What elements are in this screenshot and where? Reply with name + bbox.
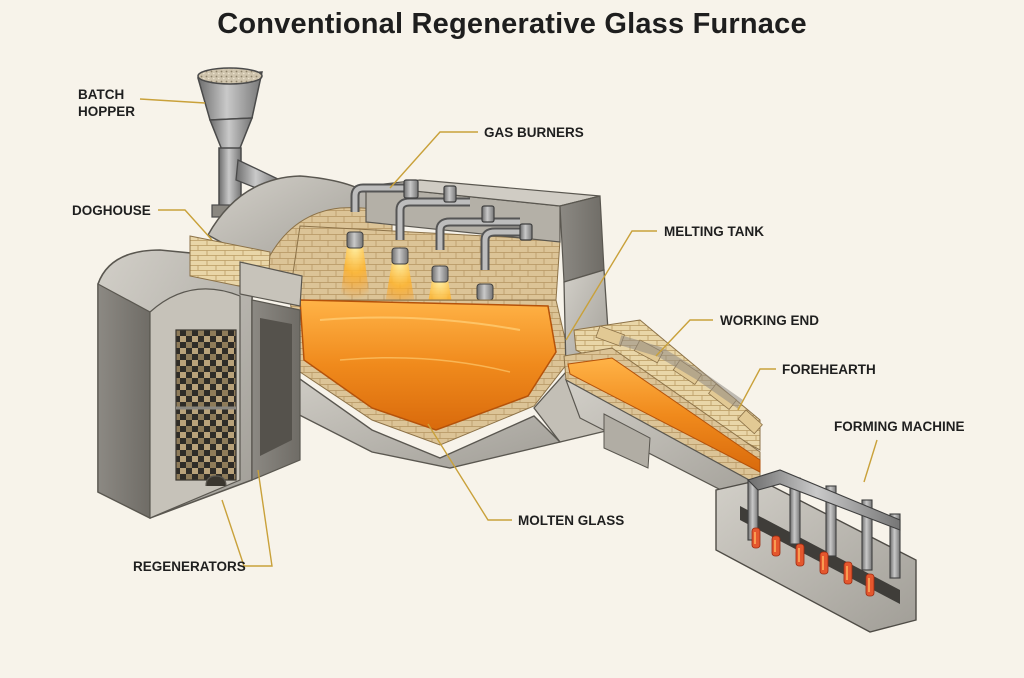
leader-working-end <box>655 319 713 357</box>
regenerator-block <box>97 249 254 519</box>
gas-burner-pipes <box>350 179 533 270</box>
leader-lines <box>139 98 878 567</box>
label-doghouse: DOGHOUSE <box>72 203 151 218</box>
leader-molten-glass <box>427 423 512 521</box>
forming-machine <box>715 469 917 633</box>
label-melting-tank: MELTING TANK <box>664 224 764 239</box>
leader-regenerators-2 <box>221 499 245 567</box>
label-molten-glass: MOLTEN GLASS <box>518 513 625 528</box>
label-working-end: WORKING END <box>720 313 819 328</box>
forehearth <box>563 325 763 511</box>
batch-hopper <box>197 67 281 218</box>
label-forehearth: FOREHEARTH <box>782 362 876 377</box>
leader-doghouse <box>158 209 213 241</box>
leader-forming-machine <box>863 439 878 483</box>
doghouse <box>189 235 303 481</box>
diagram-title: Conventional Regenerative Glass Furnace <box>217 8 807 40</box>
leader-batch-hopper <box>139 98 206 104</box>
leader-regenerators-1 <box>244 469 273 567</box>
label-gas-burners: GAS BURNERS <box>484 125 584 140</box>
label-regenerators: REGENERATORS <box>133 559 246 574</box>
label-batch-hopper: BATCH HOPPER <box>78 87 136 119</box>
melting-tank <box>268 299 571 469</box>
leader-gas-burners <box>389 131 478 189</box>
leader-melting-tank <box>565 230 657 341</box>
leader-forehearth <box>737 368 776 411</box>
label-forming-machine: FORMING MACHINE <box>834 419 965 434</box>
